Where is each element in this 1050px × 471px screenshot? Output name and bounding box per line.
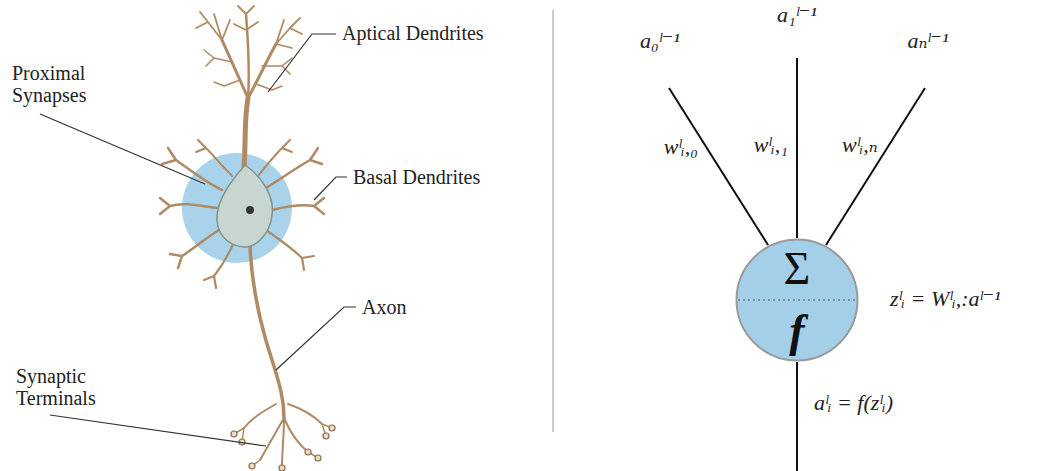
part-label: Axon (362, 296, 406, 318)
part-label: Synaptic Terminals (16, 365, 126, 409)
neuron-drawing (160, 6, 332, 468)
neuron-circle: Σf (735, 238, 859, 362)
synaptic-terminals (231, 425, 335, 471)
leader-lines (40, 34, 356, 446)
weight-label: wˡᵢ,ₙ (842, 134, 878, 156)
part-label: Proximal Synapses (12, 62, 122, 106)
weight-label: wˡᵢ,₀ (664, 136, 698, 158)
input-activation: a₁ˡ⁻¹ (777, 4, 817, 26)
input-activation: aₙˡ⁻¹ (907, 30, 948, 52)
nucleus (246, 206, 254, 214)
weight-label: wˡᵢ,₁ (754, 134, 788, 156)
output-equation: aˡᵢ = f(zˡᵢ) (814, 392, 893, 414)
part-label: Basal Dendrites (353, 166, 480, 188)
weighted-sum-equation: zˡᵢ = Wˡᵢ,:aˡ⁻¹ (890, 288, 1001, 310)
part-label: Aptical Dendrites (342, 22, 484, 44)
sum-symbol: Σ (735, 238, 859, 300)
divider (552, 10, 554, 432)
activation-symbol: f (735, 300, 859, 362)
soma (217, 165, 272, 247)
input-activation: a₀ˡ⁻¹ (640, 30, 680, 52)
input-wires (669, 58, 925, 471)
